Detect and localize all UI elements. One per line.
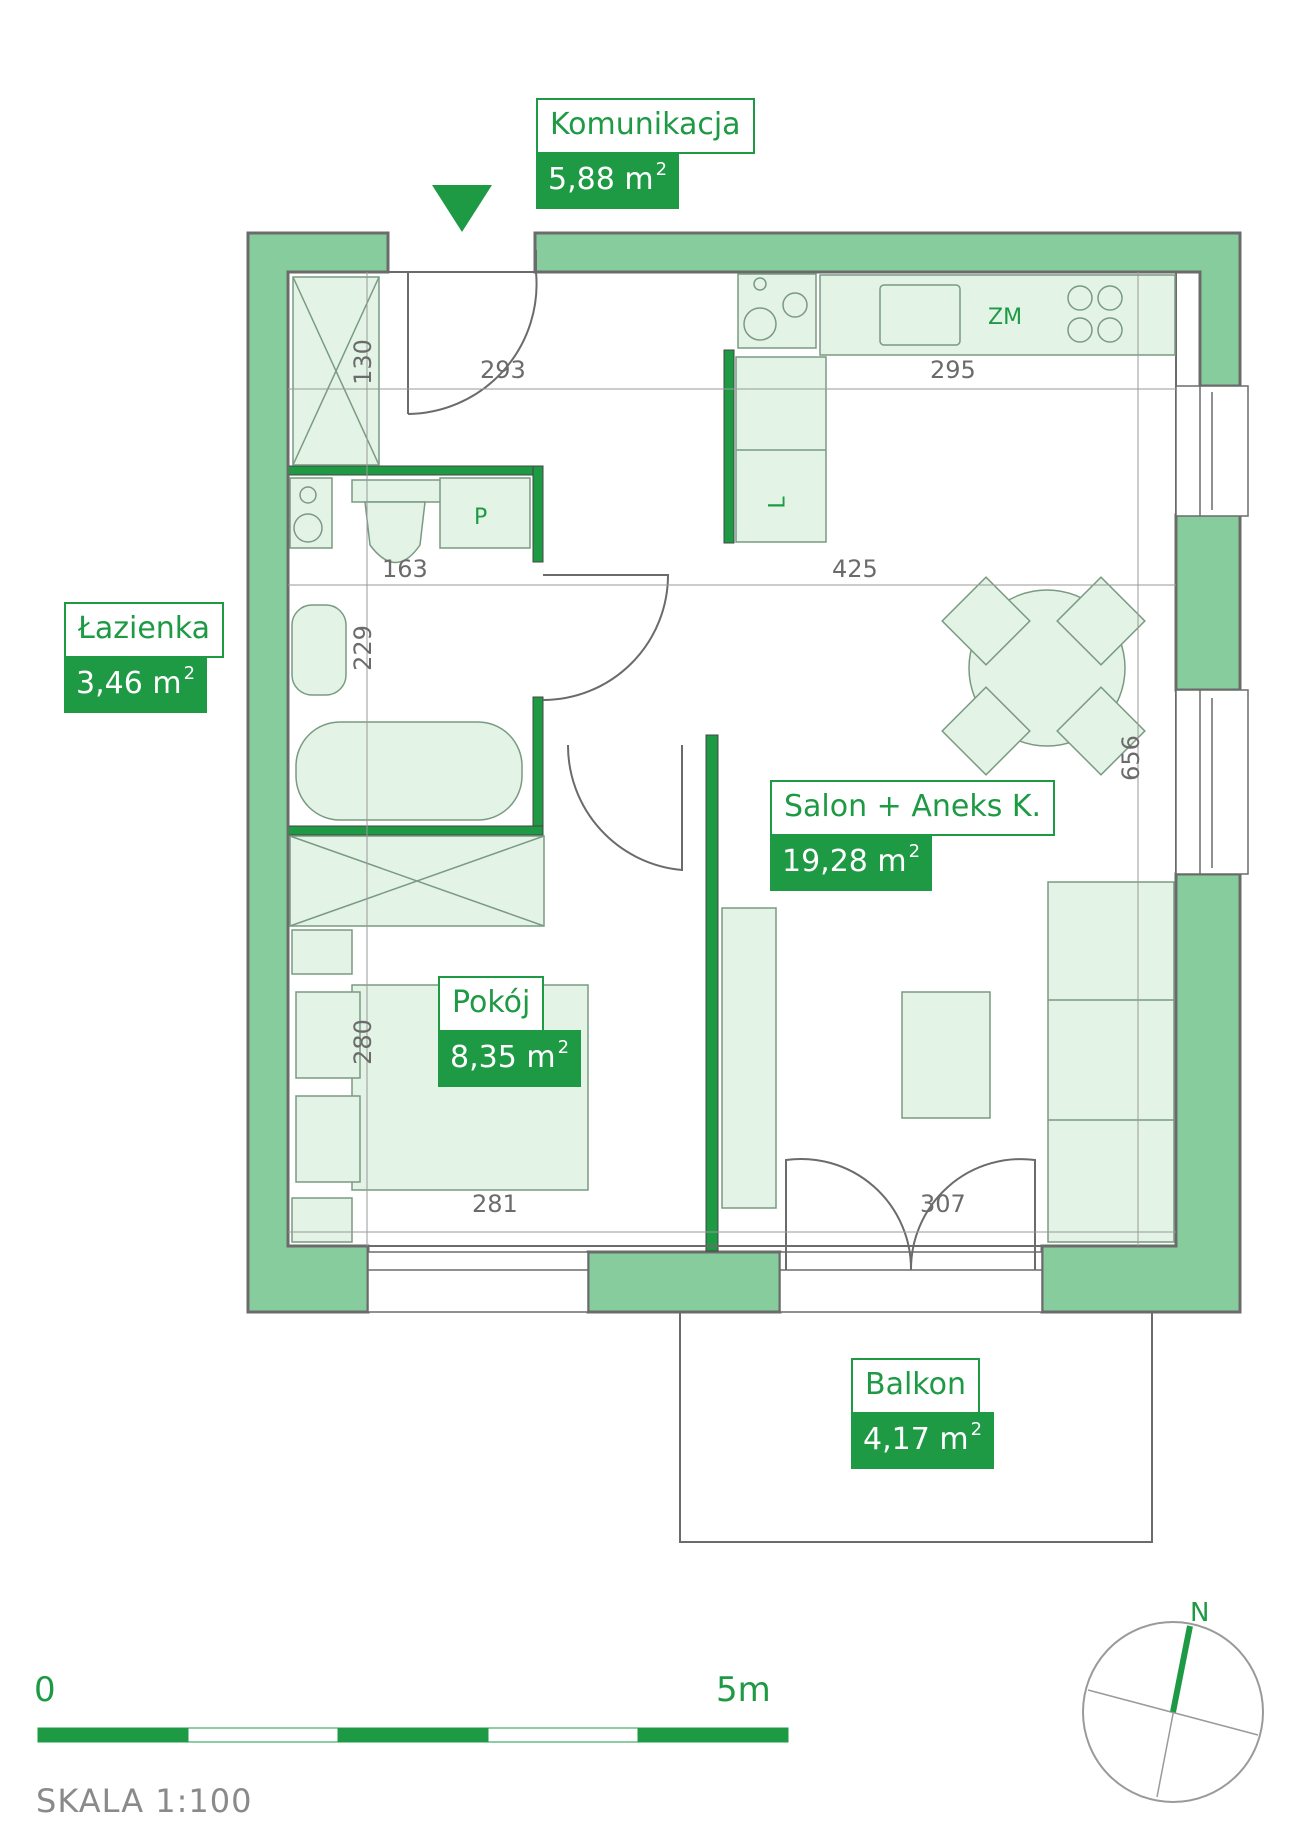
dim-425: 425 [832,555,878,583]
bathroom-door [542,574,670,701]
wall-bath-bottom [287,825,544,836]
dim-130: 130 [348,339,377,385]
wall-bottom-mid [586,1250,782,1314]
dining-set [941,576,1146,776]
entry-arrow-icon [432,185,492,232]
window-bedroom [367,1251,589,1313]
interior-doors[interactable] [542,574,683,872]
label-zm: ZM [988,305,1023,330]
windows [367,385,1249,1313]
north-compass-icon [1082,1621,1264,1803]
interior-walls [287,349,735,1252]
sink-icon [879,284,961,346]
wall-bath-top [287,465,543,476]
dim-229: 229 [348,625,377,671]
toilet-tank [351,479,443,503]
north-letter: N [1190,1598,1210,1628]
bedroom-furniture [291,929,589,1243]
entrance-door[interactable] [407,250,538,415]
shaft-bedroom [289,835,545,927]
room-name-salon: Salon + Aneks K. [770,780,1056,836]
balcony-outline [679,1312,1153,1543]
wall-bath-right-lower [532,696,544,833]
dim-307: 307 [920,1190,966,1218]
living-furniture [721,881,1175,1243]
dim-293: 293 [480,356,526,384]
kitchen-fixtures [735,273,1176,543]
wall-bath-right-upper [532,465,544,563]
dim-656: 656 [1116,735,1145,781]
scale-end: 5m [716,1670,771,1710]
shaft-entry [292,276,380,466]
dimension-lines [288,272,1176,1246]
label-p: P [474,505,488,530]
bedroom-door [566,744,683,872]
room-name-lazienka: Łazienka [64,602,225,658]
balcony-door-arcs[interactable] [785,1157,1036,1271]
dim-295: 295 [930,356,976,384]
bed-icon [351,984,589,1191]
washer-p [439,477,531,549]
coffee-table [901,991,991,1119]
wall-right-mid [1174,513,1242,692]
wall-kitchen [723,349,735,544]
room-name-pokoj: Pokój [438,976,545,1032]
scale-bar [37,1727,789,1743]
toilet-icon [364,501,426,564]
dim-280: 280 [348,1019,377,1065]
sofa-icon [1047,881,1175,1243]
room-name-balkon: Balkon [851,1358,980,1414]
dim-281: 281 [472,1190,518,1218]
dim-163: 163 [382,555,428,583]
scale-label: SKALA 1:100 [36,1782,253,1820]
tv-cabinet [721,907,777,1209]
bathroom-fixtures [289,477,531,821]
washbasin-icon [291,604,347,696]
bathtub-icon [295,721,523,821]
label-l: L [765,496,791,509]
wall-pokoj-salon [705,734,719,1252]
room-name-komunikacja: Komunikacja [536,98,755,154]
scale-start: 0 [34,1670,56,1710]
